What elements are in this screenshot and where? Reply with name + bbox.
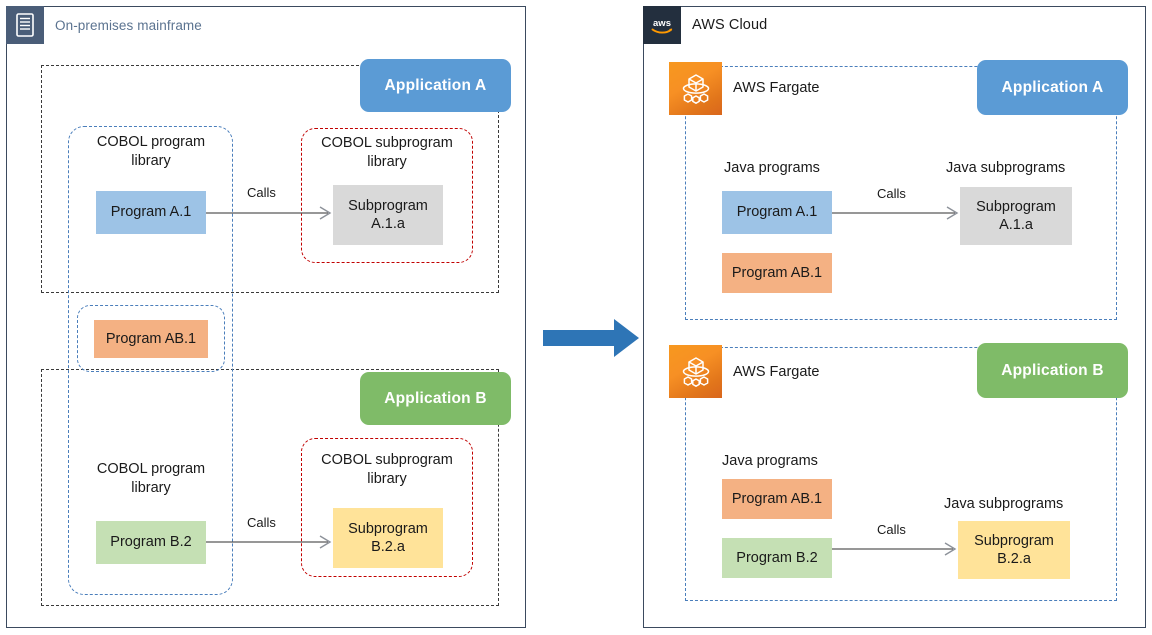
cobol-subprogram-library-label-a: COBOL subprogram library xyxy=(321,135,453,170)
subprogram-b2a-box[interactable]: Subprogram B.2.a xyxy=(333,508,443,568)
aws-program-ab1-box-a[interactable]: Program AB.1 xyxy=(722,253,832,293)
java-subprograms-label-a: Java subprograms xyxy=(946,159,1066,176)
aws-application-a-badge[interactable]: Application A xyxy=(977,60,1128,115)
mainframe-icon xyxy=(6,6,44,44)
application-a-badge[interactable]: Application A xyxy=(360,59,511,112)
aws-logo-icon: aws xyxy=(643,6,681,44)
fargate-a-region xyxy=(685,66,1117,320)
aws-calls-label-b: Calls xyxy=(877,521,906,537)
cobol-program-library-label-b: COBOL program library xyxy=(96,461,206,496)
fargate-b-region xyxy=(685,347,1117,601)
calls-label-b: Calls xyxy=(247,514,276,530)
application-b-region xyxy=(41,369,499,606)
aws-subprogram-b2a-box[interactable]: Subprogram B.2.a xyxy=(958,521,1070,579)
migration-arrow xyxy=(543,316,641,360)
fargate-b-icon xyxy=(669,345,722,398)
java-subprograms-label-b: Java subprograms xyxy=(944,495,1064,512)
aws-cloud-title: AWS Cloud xyxy=(692,17,768,33)
shared-program-library-box xyxy=(77,305,225,372)
subprogram-a1a-box[interactable]: Subprogram A.1.a xyxy=(333,185,443,245)
aws-calls-arrow-b xyxy=(832,538,963,560)
fargate-a-service-label: AWS Fargate xyxy=(733,79,820,96)
aws-program-b2-box[interactable]: Program B.2 xyxy=(722,538,832,578)
program-ab1-box-onprem[interactable]: Program AB.1 xyxy=(94,320,208,358)
cobol-subprogram-library-box-a xyxy=(301,128,473,263)
fargate-a-icon xyxy=(669,62,722,115)
aws-calls-arrow-a xyxy=(832,202,963,224)
calls-label-a: Calls xyxy=(247,184,276,200)
cobol-program-library-column xyxy=(68,126,233,595)
aws-calls-label-a: Calls xyxy=(877,185,906,201)
cobol-program-library-label-a: COBOL program library xyxy=(96,134,206,169)
on-premises-title: On-premises mainframe xyxy=(55,17,202,33)
java-programs-label-a: Java programs xyxy=(724,159,820,176)
cobol-subprogram-library-label-b: COBOL subprogram library xyxy=(321,452,453,487)
java-programs-label-b: Java programs xyxy=(722,452,818,469)
fargate-b-service-label: AWS Fargate xyxy=(733,363,820,380)
program-a1-box[interactable]: Program A.1 xyxy=(96,191,206,234)
calls-arrow-b xyxy=(206,531,336,553)
application-b-badge[interactable]: Application B xyxy=(360,372,511,425)
aws-program-ab1-box-b[interactable]: Program AB.1 xyxy=(722,479,832,519)
calls-arrow-a xyxy=(206,202,336,224)
cobol-subprogram-library-box-b xyxy=(301,438,473,577)
application-a-region xyxy=(41,65,499,293)
program-b2-box[interactable]: Program B.2 xyxy=(96,521,206,564)
aws-subprogram-a1a-box[interactable]: Subprogram A.1.a xyxy=(960,187,1072,245)
aws-program-a1-box[interactable]: Program A.1 xyxy=(722,191,832,234)
svg-text:aws: aws xyxy=(653,18,671,29)
aws-application-b-badge[interactable]: Application B xyxy=(977,343,1128,398)
